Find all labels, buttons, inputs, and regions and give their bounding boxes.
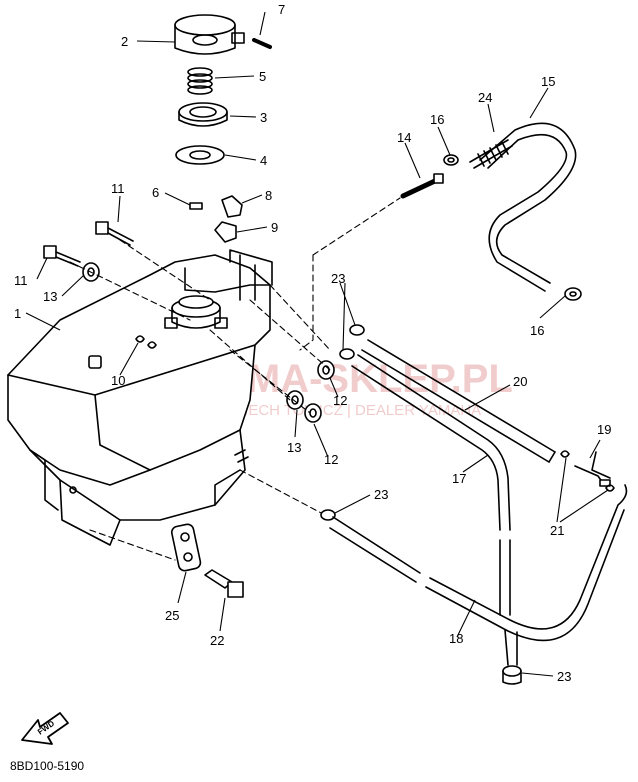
bolt-11-upper [95,221,134,246]
breather-14 [400,173,444,199]
rubber-10 [88,355,102,369]
diagram-code: 8BD100-5190 [10,759,84,773]
clip-21 [560,450,615,492]
fwd-arrow-icon [21,712,69,745]
spring-24 [469,139,513,169]
hose-15 [479,122,577,292]
fuel-tank [7,249,273,546]
grommet-12-lower [304,403,322,423]
bracket-8 [221,195,243,218]
pin [252,38,272,49]
callout-19: 19 [597,422,611,437]
tank-cap [174,14,245,55]
callout-8: 8 [265,188,272,203]
callout-9: 9 [271,220,278,235]
hose-18 [329,484,628,666]
callout-7: 7 [278,2,285,17]
callout-3: 3 [260,110,267,125]
clamp-16-lower [564,287,582,301]
clamp-23-b [339,348,355,360]
callout-labels: 2 7 5 3 4 6 8 9 11 11 13 1 10 14 16 24 1… [14,2,611,684]
callout-13-upper: 13 [43,289,57,304]
bracket-25 [170,523,202,572]
callout-1: 1 [14,306,21,321]
callout-2: 2 [121,34,128,49]
callout-23-middle: 23 [374,487,388,502]
callout-20: 20 [513,374,527,389]
callout-23-upper: 23 [331,271,345,286]
bolt-11-lower [43,245,81,267]
callout-12-lower: 12 [324,452,338,467]
washer [175,145,225,165]
callout-5: 5 [259,69,266,84]
callout-11-lower: 11 [14,273,28,288]
callout-6: 6 [152,185,159,200]
callout-16-upper: 16 [430,112,444,127]
connector-line [299,197,401,351]
spring [187,67,213,95]
leader-lines [25,11,609,677]
watermark-tagline: WOJCIECH TOWICZ | DEALER YAMAHA [200,402,481,419]
callout-12-upper: 12 [333,393,347,408]
callout-23-lower: 23 [557,669,571,684]
hose-17 [351,354,511,616]
clip-9 [214,221,237,243]
callout-4: 4 [260,153,267,168]
hose-20 [361,339,556,463]
callout-11-upper: 11 [111,181,125,196]
callout-15: 15 [541,74,555,89]
clamp-16-upper [443,154,459,166]
callout-18: 18 [449,631,463,646]
callout-14: 14 [397,130,411,145]
grommet-13-upper [82,262,100,282]
callout-13-lower: 13 [287,440,301,455]
callout-16-lower: 16 [530,323,544,338]
filler-neck [164,295,228,329]
clamp-23-d [502,665,522,685]
t-joint-19 [574,451,611,487]
bolt-22 [204,569,244,598]
callout-21: 21 [550,523,564,538]
clamp-23-a [349,324,365,336]
callout-22: 22 [210,633,224,648]
seal [178,102,228,127]
clip-10 [135,335,157,349]
callout-24: 24 [478,90,492,105]
bolt-6 [189,202,203,210]
callout-25: 25 [165,608,179,623]
callout-17: 17 [452,471,466,486]
clamp-23-c [320,509,336,521]
grommet-13-lower [286,390,304,410]
grommet-12-upper [317,360,335,380]
callout-10: 10 [111,373,125,388]
